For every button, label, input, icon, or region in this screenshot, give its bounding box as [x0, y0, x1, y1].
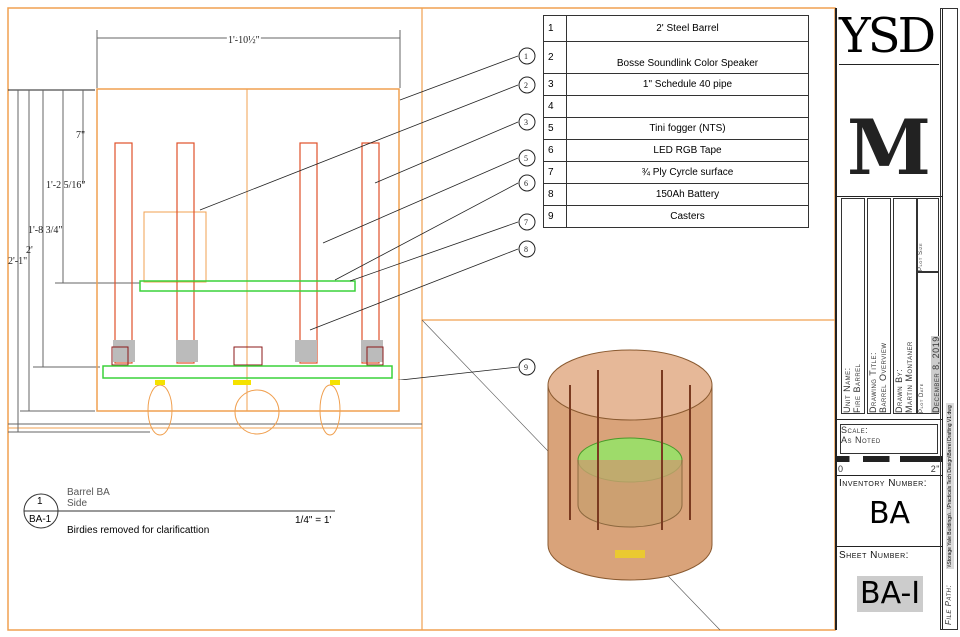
dim-2: 2' — [26, 245, 33, 256]
leader-7: 7 — [518, 213, 536, 231]
title-info-rotated: Unit Name: Fire Barrel Drawing Title: Ba… — [837, 196, 942, 418]
drawing-title-label: Drawing Title: — [868, 352, 878, 413]
view-number: 1 — [37, 496, 43, 507]
leader-8: 8 — [518, 240, 536, 258]
sheet-label: Sheet Number: — [839, 550, 909, 561]
leader-callouts: 1 2 3 5 6 7 8 9 — [199, 47, 536, 380]
leader-2: 2 — [518, 76, 536, 94]
drawn-by: Martin Montaner — [904, 341, 914, 413]
leader-3: 3 — [518, 113, 536, 131]
leader-9: 9 — [518, 358, 536, 376]
view-subtitle: Side — [67, 498, 88, 509]
svg-text:2: 2 — [524, 81, 528, 90]
barrel-side-elevation: 1'-10½" 7" 1'-2 5/16" 1'-8 3/4" 2' 2'-1" — [8, 30, 422, 436]
unit-name-label: Unit Name: — [842, 367, 852, 413]
svg-text:8: 8 — [524, 245, 528, 254]
inventory-number: BA — [868, 496, 911, 531]
dim-2-1: 2'-1" — [8, 256, 27, 267]
svg-text:7: 7 — [524, 218, 528, 227]
file-path-label: File Path: — [944, 584, 953, 625]
dim-1-8: 1'-8 3/4" — [28, 225, 63, 236]
table-row: 4 — [543, 95, 809, 118]
ysd-logo: YSD — [839, 8, 939, 65]
scale-bar-start: 0 — [838, 464, 844, 474]
dim-1-2: 1'-2 5/16" — [46, 180, 86, 191]
drawing-title: Barrel Overview — [878, 342, 888, 413]
dim-7: 7" — [76, 130, 85, 141]
scale-value: As Noted — [841, 435, 881, 445]
file-path-strip: File Path: \\Storage Yale Buildings\...\… — [940, 8, 958, 630]
view-sheet-ref: BA-1 — [29, 514, 52, 525]
svg-text:1: 1 — [524, 52, 528, 61]
sheet-number: BA-I — [857, 576, 924, 612]
unit-name: Fire Barrel — [852, 363, 862, 413]
file-path: \\Storage Yale Buildings\...\Practicals … — [946, 403, 954, 570]
dim-width: 1'-10½" — [228, 35, 260, 46]
svg-text:6: 6 — [524, 179, 528, 188]
plot-date-label: Plot Date — [919, 383, 925, 413]
title-block: YSD M Unit Name: Fire Barrel Drawing Tit… — [835, 8, 943, 630]
svg-text:5: 5 — [524, 154, 528, 163]
view-title: Barrel BA — [67, 487, 110, 498]
inventory-label: Inventory Number: — [839, 478, 927, 489]
m-logo: M — [846, 103, 932, 192]
drawn-by-label: Drawn By: — [894, 368, 904, 413]
view-scale: 1/4" = 1' — [295, 515, 332, 526]
leader-1: 1 — [518, 47, 536, 65]
barrel-3d-render — [547, 349, 713, 581]
leader-6: 6 — [518, 174, 536, 192]
view-label: 1 BA-1 Barrel BA Side Birdies removed fo… — [20, 487, 340, 540]
svg-text:9: 9 — [524, 363, 528, 372]
scale-label: Scale: — [841, 425, 869, 435]
plot-size-label: Plot Size — [918, 242, 924, 271]
scale-bar-end: 2" — [930, 464, 940, 474]
view-note: Birdies removed for clarificattion — [67, 525, 210, 536]
svg-text:3: 3 — [524, 118, 528, 127]
graphic-scale-bar — [837, 456, 942, 462]
leader-5: 5 — [518, 149, 536, 167]
